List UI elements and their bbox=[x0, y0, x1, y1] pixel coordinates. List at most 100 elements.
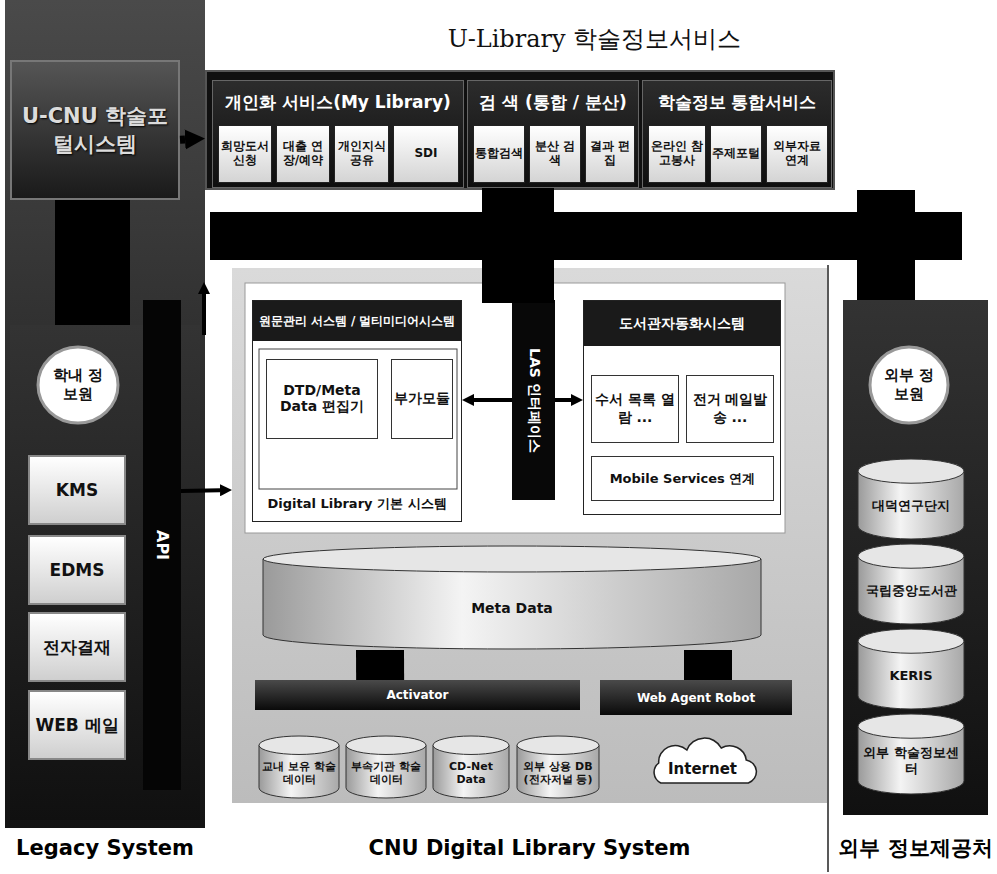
link-bar bbox=[55, 195, 130, 330]
button-label: 분산 검색 bbox=[530, 126, 580, 182]
connector-arrow bbox=[180, 136, 185, 144]
service-button: 분산 검색 bbox=[529, 125, 581, 183]
portal-box: U-CNU 학술포털시스템 bbox=[10, 60, 180, 200]
api-bar: API bbox=[143, 300, 181, 790]
divider-line bbox=[827, 265, 829, 872]
module-label: Mobile Services 연계 bbox=[592, 457, 773, 500]
internet-cloud: Internet bbox=[640, 738, 765, 793]
cloud-label: Internet bbox=[640, 738, 765, 793]
module-box: 부가모듈 bbox=[391, 359, 453, 439]
legacy-panel: Legacy System학내 정보원KMSEDMS전자결재WEB 메일API bbox=[10, 325, 200, 820]
service-button: 외부자료 연계 bbox=[766, 125, 828, 183]
connector-arrow bbox=[356, 650, 404, 680]
module-box: Mobile Services 연계 bbox=[591, 456, 774, 501]
portal-name: U-CNU 학술포털시스템 bbox=[12, 62, 178, 198]
dark-column bbox=[5, 0, 205, 828]
box-heading: 도서관자동화시스템 bbox=[584, 301, 780, 346]
service-button: 결과 편집 bbox=[585, 125, 635, 183]
box-heading: 원문관리 서스템 / 멀티미디어시스템 bbox=[253, 301, 461, 341]
group-heading: 검 색 (통합 / 분산) bbox=[468, 81, 638, 123]
database-cylinder: 대덕연구단지 bbox=[857, 458, 965, 540]
database-label: 외부 상용 DB (전자저널 등) bbox=[516, 735, 600, 799]
cylinder-top bbox=[263, 546, 761, 572]
agent-label: Web Agent Robot bbox=[600, 680, 792, 715]
panel-heading: Legacy System bbox=[5, 831, 205, 865]
module-label: 부가모듈 bbox=[392, 360, 452, 438]
button-label: 희망도서 신청 bbox=[219, 126, 271, 182]
agent-bar: Activator bbox=[255, 680, 580, 710]
interface-label: LAS 인터페이스 bbox=[512, 300, 555, 500]
database-label: 부속기관 학술 데이터 bbox=[345, 735, 427, 799]
module-box: 수서 목록 열람 ... bbox=[591, 375, 679, 443]
service-button: 대출 연장/예약 bbox=[276, 125, 330, 183]
system-label: EDMS bbox=[30, 537, 124, 603]
service-button: 개인지식 공유 bbox=[334, 125, 389, 183]
button-label: 외부자료 연계 bbox=[767, 126, 827, 182]
service-panel: U-Library 학술정보서비스개인화 서비스(My Library)희망도서… bbox=[205, 70, 835, 190]
connector-arrow bbox=[684, 650, 732, 680]
interface-bar: LAS 인터페이스 bbox=[512, 300, 555, 500]
link-bar bbox=[482, 188, 554, 218]
bus-band bbox=[210, 212, 962, 260]
service-title: U-Library 학술정보서비스 bbox=[402, 16, 787, 62]
database-cylinder: CD-Net Data bbox=[432, 735, 510, 799]
cylinder-top bbox=[433, 736, 509, 754]
system-box: EDMS bbox=[28, 535, 126, 605]
database-cylinder: 국립중앙도서관 bbox=[857, 543, 965, 625]
database-label: Meta Data bbox=[262, 545, 762, 650]
panel-heading: CNU Digital Library System bbox=[232, 831, 827, 865]
connector-arrow bbox=[474, 398, 512, 402]
database-cylinder: 외부 학술정보센터 bbox=[857, 713, 965, 795]
database-label: CD-Net Data bbox=[432, 735, 510, 799]
module-label: 전거 메일발송 ... bbox=[687, 376, 773, 442]
system-label: 전자결재 bbox=[30, 614, 124, 680]
button-label: 온라인 참고봉사 bbox=[649, 126, 705, 182]
up-arrow bbox=[202, 294, 206, 335]
database-cylinder: 외부 상용 DB (전자저널 등) bbox=[516, 735, 600, 799]
button-label: 통합검색 bbox=[474, 126, 524, 182]
panel-heading: 외부 정보제공처 bbox=[829, 831, 997, 865]
button-label: 주제포털 bbox=[711, 126, 761, 182]
cylinder-top bbox=[259, 736, 339, 754]
system-box: KMS bbox=[28, 455, 126, 525]
box-footer: Digital Library 기본 시스템 bbox=[253, 489, 461, 519]
connector-arrow bbox=[181, 488, 220, 493]
shape-outline bbox=[262, 545, 762, 650]
cylinder-top bbox=[517, 736, 599, 754]
button-label: 결과 편집 bbox=[586, 126, 634, 182]
cylinder-top bbox=[858, 629, 964, 653]
module-label: 수서 목록 열람 ... bbox=[592, 376, 678, 442]
api-label: API bbox=[143, 300, 181, 790]
system-box: 전자결재 bbox=[28, 612, 126, 682]
service-button: 희망도서 신청 bbox=[218, 125, 272, 183]
button-label: 개인지식 공유 bbox=[335, 126, 388, 182]
service-button: 주제포털 bbox=[710, 125, 762, 183]
service-button: 통합검색 bbox=[473, 125, 525, 183]
database-label: 대덕연구단지 bbox=[857, 458, 965, 540]
cylinder-top bbox=[858, 544, 964, 568]
agent-bar: Web Agent Robot bbox=[600, 680, 792, 715]
database-cylinder: 교내 보유 학술 데이터 bbox=[258, 735, 340, 799]
link-bar bbox=[857, 190, 915, 305]
service-group: 검 색 (통합 / 분산)통합검색분산 검색결과 편집 bbox=[467, 80, 639, 188]
module-box: DTD/Meta Data 편집기 bbox=[266, 359, 378, 439]
service-button: 온라인 참고봉사 bbox=[648, 125, 706, 183]
connector-arrow bbox=[555, 398, 571, 402]
button-label: 대출 연장/예약 bbox=[277, 126, 329, 182]
database-label: 교내 보유 학술 데이터 bbox=[258, 735, 340, 799]
inner-frame bbox=[245, 283, 785, 533]
database-cylinder: 부속기관 학술 데이터 bbox=[345, 735, 427, 799]
system-label: WEB 메일 bbox=[30, 692, 124, 758]
database-label: KERIS bbox=[857, 628, 965, 710]
external-panel: 외부 정보제공처외부 정보원대덕연구단지국립중앙도서관KERIS외부 학술정보센… bbox=[843, 300, 988, 815]
circle-label: 학내 정보원 bbox=[36, 345, 120, 425]
source-circle: 학내 정보원 bbox=[36, 345, 120, 425]
system-box: WEB 메일 bbox=[28, 690, 126, 760]
group-heading: 개인화 서비스(My Library) bbox=[213, 81, 463, 123]
service-group: 학술정보 통합서비스온라인 참고봉사주제포털외부자료 연계 bbox=[642, 80, 832, 188]
group-heading: 학술정보 통합서비스 bbox=[643, 81, 831, 123]
module-box: 전거 메일발송 ... bbox=[686, 375, 774, 443]
system-box: 원문관리 서스템 / 멀티미디어시스템 Digital Library 기본 시스… bbox=[252, 300, 462, 522]
database-label: 국립중앙도서관 bbox=[857, 543, 965, 625]
